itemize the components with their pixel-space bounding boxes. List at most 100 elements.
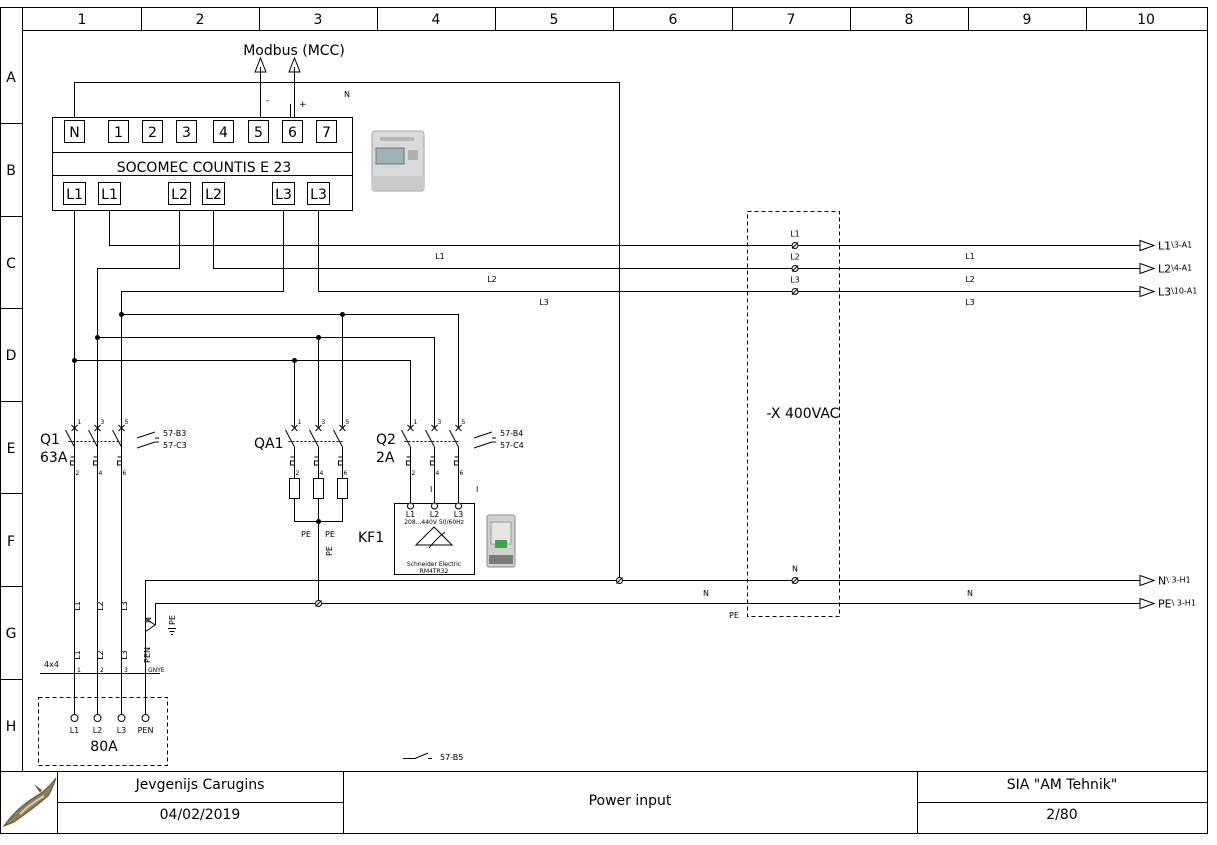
q1-trip-element — [93, 447, 98, 469]
meter-top-terminal — [176, 120, 197, 143]
supply-box — [38, 697, 168, 766]
q1-contact — [65, 429, 75, 448]
meter-top-terminal — [64, 120, 85, 143]
pin-label: 1 — [78, 419, 82, 426]
meter-bottom-terminal-label: L3 — [310, 187, 327, 203]
output-l3: L3\10-A1 — [1158, 286, 1197, 299]
modbus-minus: - — [266, 96, 269, 106]
wire-label-vertical: L1 — [73, 601, 82, 611]
q1-aux-contact-ref: 57-B3 — [163, 429, 186, 438]
meter-bottom-terminal — [202, 182, 225, 205]
q2-aux-contact-ref: 57-C4 — [500, 441, 524, 450]
supply-terminal-label: L2 — [93, 726, 103, 735]
meter-bottom-terminal — [272, 182, 295, 205]
meter-bottom-terminal — [98, 182, 121, 205]
drawing-date: 04/02/2019 — [159, 807, 241, 823]
terminal-x-label: L3 — [790, 276, 800, 285]
q2-rating: 2A — [376, 450, 395, 466]
author-name: Jevgenijs Carugins — [135, 777, 265, 793]
junction-dot — [340, 312, 345, 317]
fish-logo — [2, 777, 57, 828]
wire-label-vertical: L2 — [96, 601, 105, 611]
column-label: 4 — [432, 12, 441, 28]
pin-label: 1 — [298, 419, 302, 426]
kf1-phase-symbol — [414, 526, 454, 546]
q1-trip-element — [70, 447, 75, 469]
cable-core-label: 1 — [77, 667, 81, 674]
wire-l2-out — [213, 210, 1140, 269]
row-label: B — [6, 163, 16, 179]
wire-q1-l3 — [121, 210, 284, 675]
q1-contact — [112, 429, 122, 448]
q2-name: Q2 — [376, 432, 396, 448]
wire-label-vertical: L2 — [96, 650, 105, 660]
relay-photo — [486, 514, 516, 568]
qa1-contact — [285, 429, 295, 448]
q1-aux-contact — [136, 431, 159, 439]
meter-top-terminal — [213, 120, 234, 143]
pin-label: 5 — [346, 419, 350, 426]
meter-top-terminal-label: 3 — [182, 125, 191, 141]
row-label: D — [6, 348, 17, 364]
meter-top-terminal-label: N — [69, 125, 79, 141]
arrow-l2 — [1139, 262, 1156, 275]
q2-trip-element — [430, 447, 435, 469]
q1-rating: 63A — [40, 450, 68, 466]
arrow-pe — [1139, 597, 1156, 610]
pin-label: 4 — [436, 470, 440, 477]
row-dividers — [0, 123, 22, 680]
meter-top-terminal-label: 6 — [288, 125, 297, 141]
pin-label: 1 — [414, 419, 418, 426]
q1-aux-contact — [136, 441, 159, 449]
output-l1: L1\3-A1 — [1158, 240, 1192, 253]
q2-aux-contact-ref: 57-B4 — [500, 429, 523, 438]
row-label: E — [7, 441, 16, 457]
junction-dot — [119, 312, 124, 317]
modbus-minus-arrow — [254, 56, 267, 73]
q2-contact — [425, 429, 435, 448]
wire-label-vertical: PEN — [143, 647, 152, 663]
neutral-top-wire — [74, 82, 620, 582]
pin-label: 3 — [322, 419, 326, 426]
meter-top-terminal-label: 7 — [322, 125, 331, 141]
terminal-x-label: L2 — [790, 253, 800, 262]
wire-label-vertical: L3 — [120, 650, 129, 660]
wire-label-l1: L1 — [965, 252, 975, 261]
wire-label-n: N — [967, 589, 973, 598]
wire-label-l2: L2 — [965, 275, 975, 284]
meter-bottom-terminal-label: L1 — [101, 187, 118, 203]
qa1-contact — [309, 429, 319, 448]
terminal-block-box — [747, 211, 840, 617]
meter-top-terminal-label: 5 — [254, 125, 263, 141]
wire-label-vertical: L3 — [120, 601, 129, 611]
wire-label-vertical: N — [144, 617, 153, 623]
meter-bottom-terminal-label: L2 — [171, 187, 188, 203]
meter-top-terminal — [316, 120, 337, 143]
qa1-trip-element — [338, 447, 343, 469]
outer-frame — [0, 7, 1208, 834]
arrow-n — [1139, 574, 1156, 587]
pin-label: 2 — [76, 470, 80, 477]
wire-label-pe: PE — [325, 546, 334, 556]
wire-label-l2: L2 — [487, 275, 497, 284]
pin-label: 4 — [320, 470, 324, 477]
branch-l2 — [97, 337, 435, 420]
pin-label: 2 — [296, 470, 300, 477]
column-label: 2 — [196, 12, 205, 28]
cable-label: 4x4 — [44, 660, 59, 669]
meter-top-terminal — [108, 120, 129, 143]
q1-trip-element — [117, 447, 122, 469]
pin-label: 2 — [412, 470, 416, 477]
qa1-trip-element — [290, 447, 295, 469]
kf1-terminal — [431, 502, 438, 510]
kf1-name: KF1 — [358, 530, 384, 546]
q1-aux-contact-ref: 57-C3 — [163, 441, 187, 450]
terminal-x-label: L1 — [790, 230, 800, 239]
meter-box — [52, 117, 353, 211]
column-label: 6 — [669, 12, 678, 28]
kf1-terminal — [407, 502, 414, 510]
terminal-block-name: -X 400VAC — [767, 406, 840, 422]
q2-aux-contact — [473, 441, 496, 449]
